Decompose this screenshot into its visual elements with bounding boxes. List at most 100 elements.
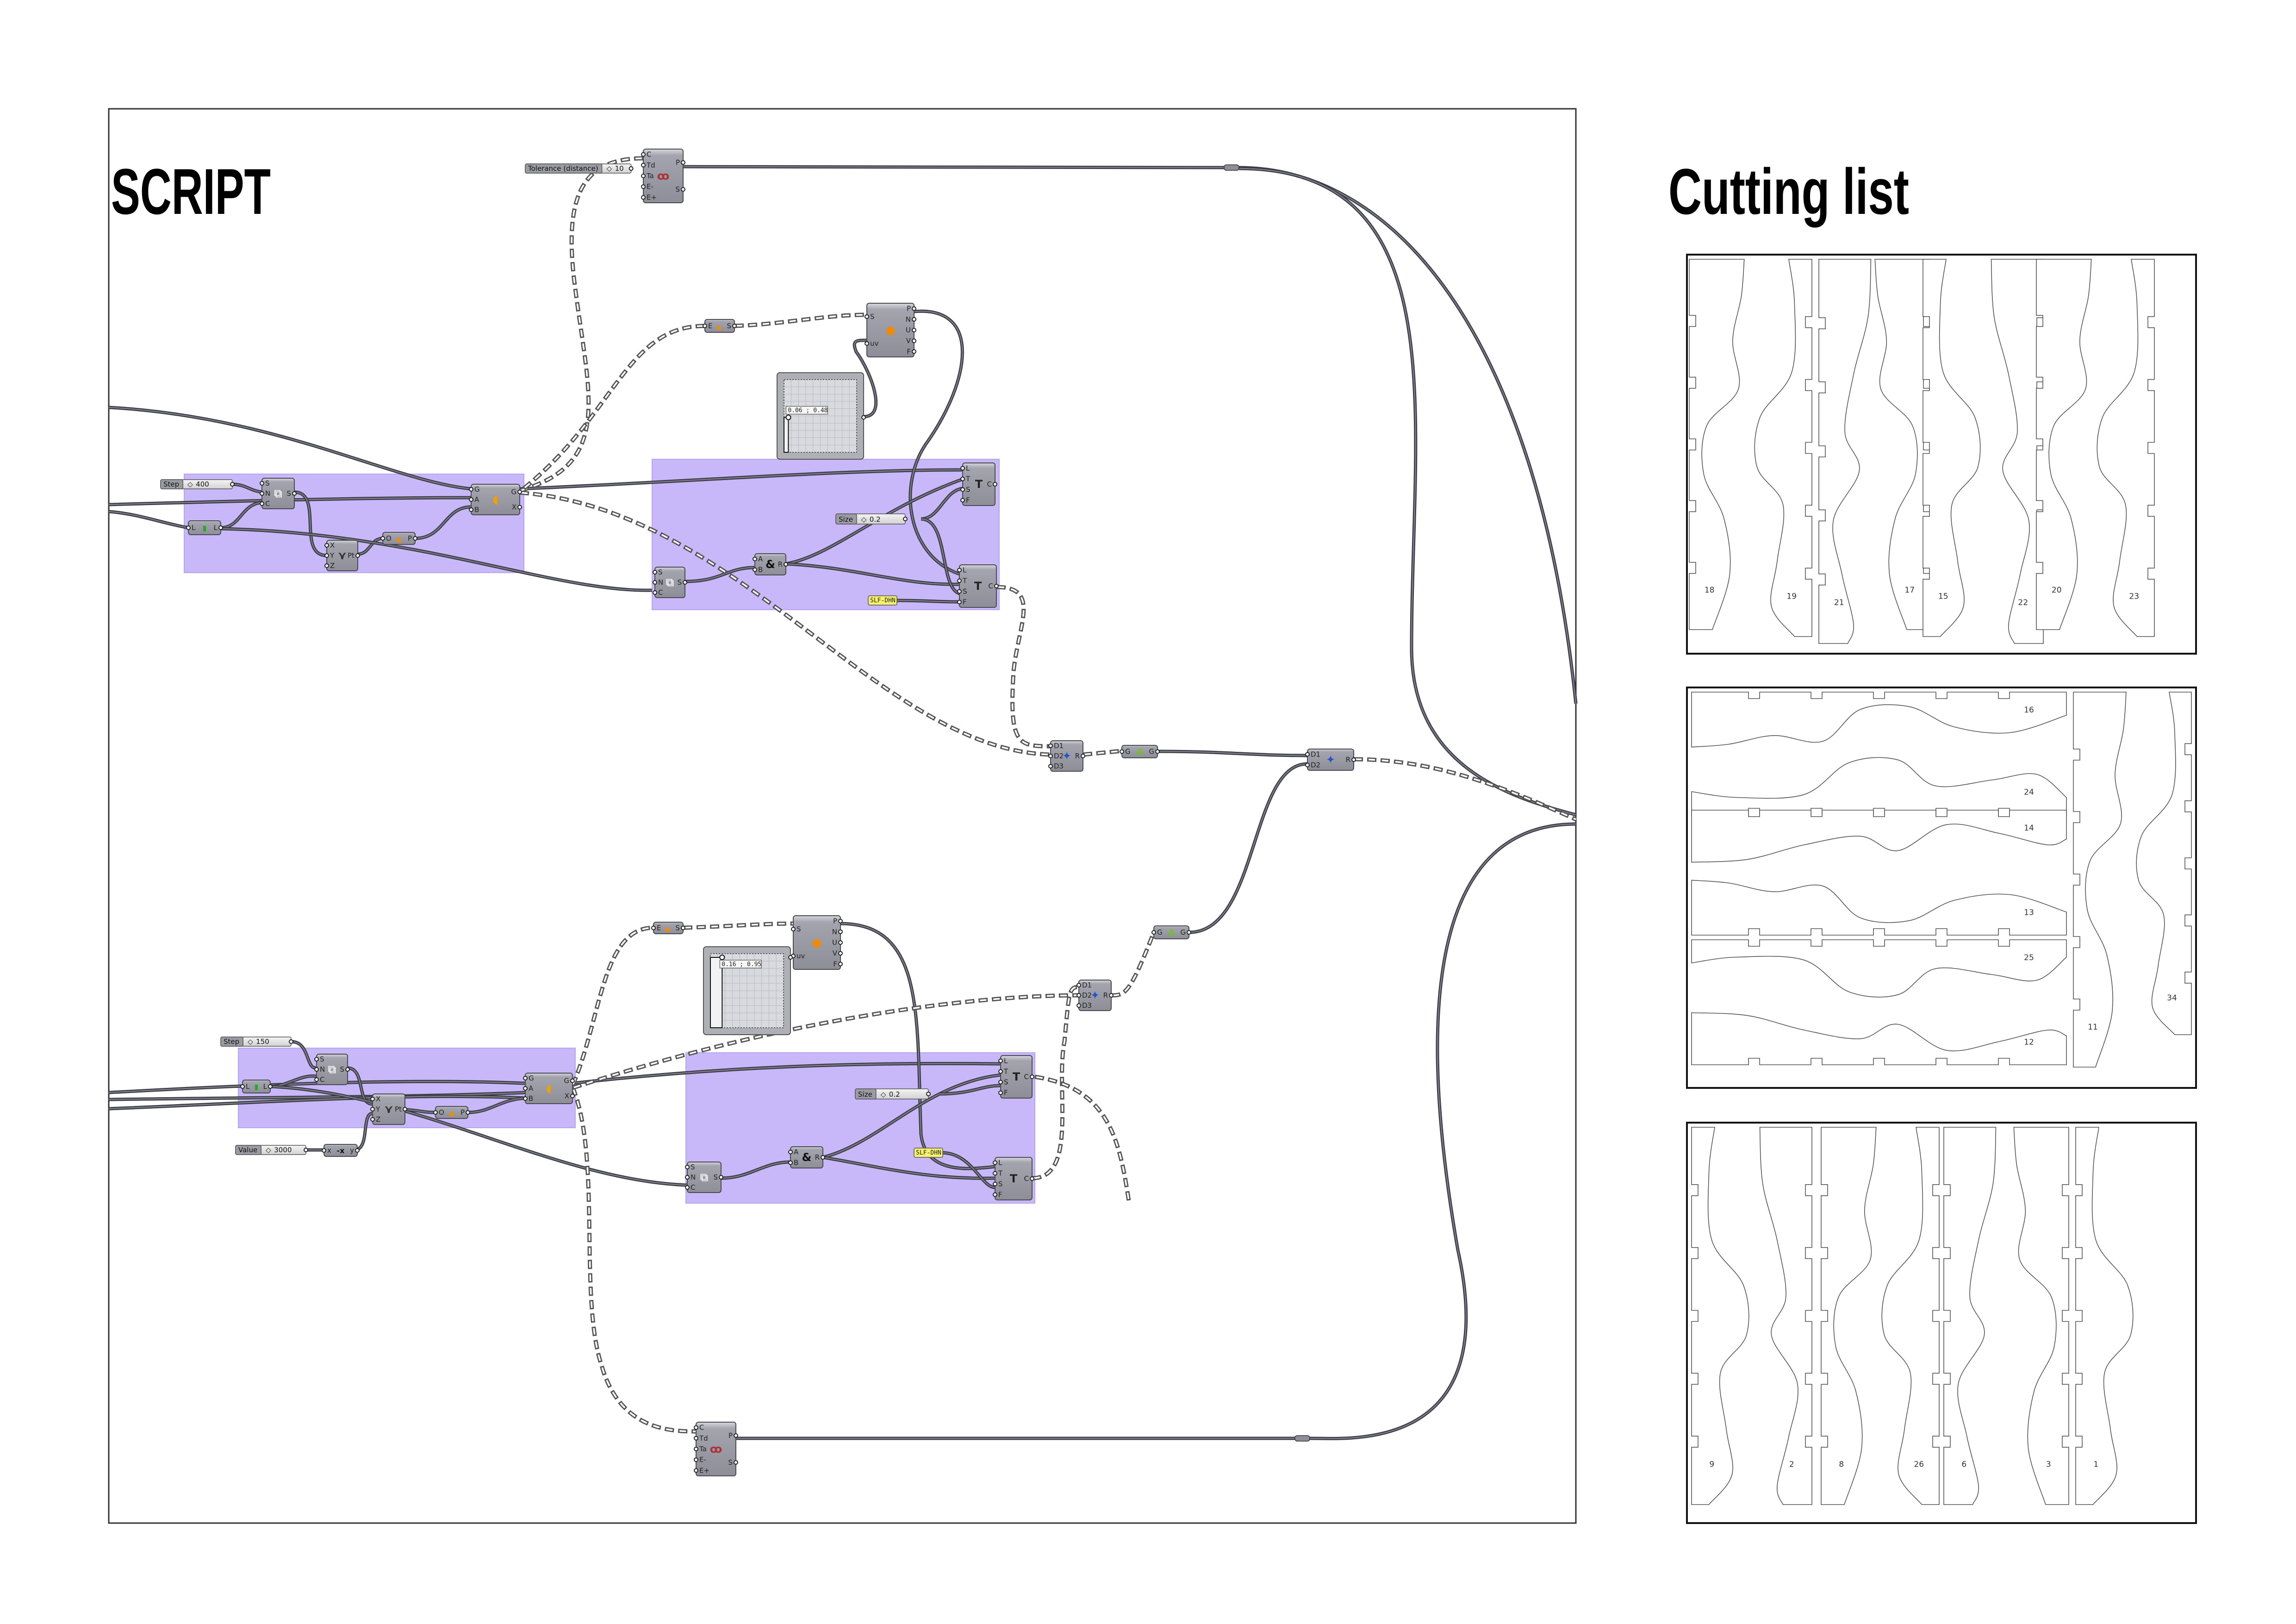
cut-part[interactable] (1991, 259, 2044, 644)
output-port[interactable] (218, 525, 223, 530)
slider-grip-icon[interactable]: ◇ (861, 515, 867, 524)
input-port[interactable] (960, 476, 965, 481)
input-port[interactable] (314, 1077, 319, 1082)
md-slider-handle[interactable] (719, 955, 725, 960)
output-port[interactable] (289, 1039, 293, 1044)
output-port[interactable] (912, 317, 916, 322)
output-port[interactable] (1155, 749, 1160, 754)
cut-part[interactable] (1691, 1127, 1749, 1505)
input-port[interactable] (314, 1057, 319, 1062)
input-port[interactable] (1048, 754, 1053, 758)
cut-part[interactable] (1689, 259, 1745, 630)
input-port[interactable] (641, 184, 646, 189)
output-port[interactable] (926, 1092, 931, 1096)
text-panel[interactable]: SLF-DHN (914, 1148, 943, 1158)
md-slider-handle[interactable] (785, 414, 791, 420)
input-port[interactable] (1305, 762, 1310, 768)
output-port[interactable] (1030, 1176, 1034, 1181)
relay[interactable] (1224, 164, 1239, 171)
output-port[interactable] (304, 1148, 308, 1152)
input-port[interactable] (523, 1096, 528, 1101)
input-port[interactable] (641, 174, 646, 178)
output-port[interactable] (912, 306, 916, 311)
cut-part[interactable] (1691, 1012, 2067, 1065)
output-port[interactable] (1187, 930, 1191, 935)
output-port[interactable] (517, 505, 522, 510)
output-port[interactable] (838, 940, 843, 945)
cut-part[interactable] (1818, 259, 1872, 644)
output-port[interactable] (861, 415, 866, 420)
cut-part[interactable] (1821, 1127, 1877, 1505)
input-port[interactable] (653, 590, 657, 595)
input-port[interactable] (1151, 930, 1156, 935)
input-port[interactable] (370, 1097, 375, 1101)
cut-part[interactable] (2073, 692, 2127, 1068)
slider-grip-icon[interactable]: ◇ (266, 1146, 271, 1154)
input-port[interactable] (960, 487, 965, 492)
output-port[interactable] (734, 1433, 738, 1438)
panel-box[interactable] (914, 1148, 943, 1158)
slider-value[interactable]: 3000 (274, 1146, 292, 1154)
cut-part[interactable] (1923, 259, 1981, 637)
wire[interactable] (1238, 167, 1576, 817)
wire[interactable] (1188, 762, 1308, 934)
input-port[interactable] (1120, 749, 1124, 754)
output-port[interactable] (1081, 754, 1085, 758)
input-port[interactable] (322, 1148, 326, 1153)
number-slider[interactable]: Step◇400 (160, 479, 235, 489)
input-port[interactable] (380, 536, 385, 541)
input-port[interactable] (653, 570, 657, 575)
output-port[interactable] (230, 482, 235, 487)
input-port[interactable] (957, 568, 962, 573)
input-port[interactable] (1048, 764, 1053, 768)
cut-part[interactable] (1759, 1127, 1812, 1505)
input-port[interactable] (324, 553, 329, 558)
input-port[interactable] (685, 1165, 690, 1169)
number-slider[interactable]: Size◇0.2 (855, 1088, 931, 1099)
slider-value[interactable]: 10 (615, 164, 624, 173)
input-port[interactable] (370, 1107, 375, 1112)
output-port[interactable] (345, 1067, 350, 1072)
input-port[interactable] (753, 567, 757, 572)
wire-tree[interactable] (1111, 931, 1156, 998)
input-port[interactable] (998, 1058, 1003, 1063)
input-port[interactable] (791, 927, 796, 931)
input-port[interactable] (1076, 983, 1081, 987)
input-port[interactable] (469, 507, 473, 512)
output-port[interactable] (734, 1460, 738, 1465)
input-port[interactable] (993, 1160, 997, 1165)
number-slider[interactable]: Size◇0.2 (835, 513, 908, 525)
input-port[interactable] (651, 925, 656, 931)
wire-tree[interactable] (1034, 1074, 1132, 1204)
input-port[interactable] (960, 498, 965, 503)
input-port[interactable] (703, 324, 707, 328)
component-group[interactable] (652, 459, 1000, 610)
output-port[interactable] (788, 955, 793, 960)
output-port[interactable] (681, 160, 685, 165)
cut-part[interactable] (1943, 1127, 1997, 1505)
input-port[interactable] (653, 580, 657, 585)
input-port[interactable] (957, 578, 962, 583)
number-slider[interactable]: Tolerance (distance)◇10 (525, 163, 634, 174)
output-port[interactable] (994, 584, 999, 588)
input-port[interactable] (1305, 752, 1310, 757)
output-port[interactable] (681, 925, 685, 931)
slider-value[interactable]: 0.2 (889, 1090, 900, 1099)
input-port[interactable] (998, 1069, 1003, 1074)
cut-part[interactable] (2097, 259, 2155, 637)
input-port[interactable] (694, 1457, 698, 1462)
output-port[interactable] (838, 918, 843, 924)
relay[interactable] (1294, 1435, 1310, 1442)
output-port[interactable] (570, 1093, 575, 1099)
input-port[interactable] (324, 563, 329, 568)
